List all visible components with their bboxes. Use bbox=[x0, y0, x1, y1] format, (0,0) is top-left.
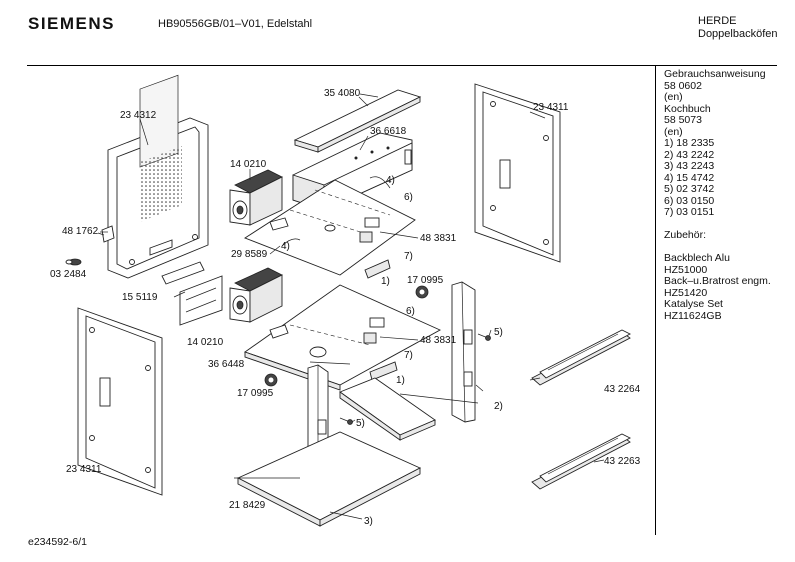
sidebar-line: 1) 18 2335 bbox=[664, 137, 715, 149]
telescopic-rail-lower bbox=[531, 433, 631, 490]
sidebar-line: 6) 03 0150 bbox=[664, 194, 715, 207]
base-plate bbox=[236, 431, 422, 527]
sidebar-line: 58 5073 bbox=[664, 114, 702, 126]
callout-6-upper: 6) bbox=[404, 192, 413, 203]
sidebar-line: Gebrauchsanweisung bbox=[664, 68, 766, 80]
callout-2: 2) bbox=[494, 401, 503, 412]
label-140210-bottom: 14 0210 bbox=[187, 337, 224, 348]
label-170995-left: 17 0995 bbox=[237, 388, 274, 399]
spacer-03-2484 bbox=[65, 258, 82, 266]
label-170995-right: 17 0995 bbox=[407, 275, 444, 286]
leader-lines bbox=[100, 96, 605, 520]
upper-cavity-plate bbox=[244, 176, 416, 279]
label-366618: 36 6618 bbox=[370, 126, 407, 137]
sidebar-line: Kochbuch bbox=[664, 102, 711, 115]
label-234311-bottom: 23 4311 bbox=[66, 464, 102, 475]
category-line1: HERDE bbox=[698, 15, 737, 27]
sidebar-line: Katalyse Set bbox=[664, 298, 723, 310]
callout-1-upper: 1) bbox=[381, 276, 390, 287]
sidebar-line: 58 0602 bbox=[664, 79, 702, 92]
label-218429: 21 8429 bbox=[229, 500, 266, 511]
sidebar-line: 4) 15 4742 bbox=[664, 171, 715, 184]
screw-upper bbox=[477, 333, 491, 341]
sidebar-line: 5) 02 3742 bbox=[664, 183, 715, 195]
header-divider bbox=[27, 65, 777, 66]
label-032484: 03 2484 bbox=[50, 269, 87, 280]
sidebar-line: 7) 03 0151 bbox=[664, 206, 715, 218]
side-shelf-tray bbox=[339, 377, 436, 441]
mounting-bracket bbox=[161, 261, 223, 326]
hinge-clip bbox=[97, 225, 115, 243]
label-234311-top: 23 4311 bbox=[533, 102, 569, 113]
sidebar-line: 2) 43 2242 bbox=[664, 148, 715, 161]
callout-5-lower: 5) bbox=[356, 418, 365, 429]
sidebar-line: Back–u.Bratrost engm. bbox=[664, 275, 771, 287]
spacer-disc-right bbox=[415, 285, 429, 299]
sidebar-line: HZ51000 bbox=[664, 263, 708, 276]
label-483831-bottom: 48 3831 bbox=[420, 335, 457, 346]
label-155119: 15 5119 bbox=[122, 292, 158, 303]
upper-door-panel bbox=[107, 74, 209, 279]
top-cover-plate bbox=[293, 89, 422, 153]
label-432263: 43 2263 bbox=[604, 456, 641, 467]
upper-heating-element bbox=[229, 169, 283, 226]
callout-3: 3) bbox=[364, 516, 373, 527]
sidebar-divider bbox=[655, 65, 656, 535]
sidebar-line: HZ11624GB bbox=[664, 309, 722, 322]
sidebar-line: Backblech Alu bbox=[664, 252, 730, 264]
sidebar-line: (en) bbox=[664, 91, 683, 103]
callout-4-upper: 4) bbox=[386, 175, 395, 186]
callout-4-lower: 4) bbox=[281, 241, 290, 252]
callout-6-lower: 6) bbox=[406, 306, 415, 317]
rear-panel-lower bbox=[77, 307, 163, 496]
label-481762: 48 1762 bbox=[62, 226, 99, 237]
label-298589: 29 8589 bbox=[231, 249, 268, 260]
telescopic-rail-upper bbox=[531, 329, 631, 386]
brand-logo: SIEMENS bbox=[28, 14, 116, 33]
callout-5-upper: 5) bbox=[494, 327, 503, 338]
callout-1-lower: 1) bbox=[396, 375, 405, 386]
sidebar-line: (en) bbox=[664, 125, 683, 138]
drawing-code: e234592-6/1 bbox=[28, 536, 87, 548]
label-140210-top: 14 0210 bbox=[230, 159, 267, 170]
lower-heating-element bbox=[229, 267, 283, 323]
screw-lower bbox=[339, 417, 353, 425]
sidebar-line: 3) 43 2243 bbox=[664, 160, 715, 172]
sidebar-line: HZ51420 bbox=[664, 286, 708, 299]
category-line2: Doppelbacköfen bbox=[698, 28, 778, 40]
callout-7-upper: 7) bbox=[404, 251, 413, 262]
model-title: HB90556GB/01–V01, Edelstahl bbox=[158, 18, 313, 30]
parts-info-sidebar: Gebrauchsanweisung 58 0602 (en) Kochbuch… bbox=[664, 68, 771, 322]
label-483831-top: 48 3831 bbox=[420, 233, 457, 244]
label-234312: 23 4312 bbox=[120, 110, 157, 121]
rear-panel-upper bbox=[474, 83, 561, 263]
label-366448: 36 6448 bbox=[208, 359, 245, 370]
callout-7-lower: 7) bbox=[404, 350, 413, 361]
sidebar-line: Zubehör: bbox=[664, 229, 707, 241]
door-vent-grid bbox=[140, 146, 182, 222]
vertical-rail-right bbox=[451, 281, 476, 423]
label-432264: 43 2264 bbox=[604, 384, 641, 395]
label-354080: 35 4080 bbox=[324, 88, 361, 99]
spacer-disc-left bbox=[264, 373, 278, 387]
